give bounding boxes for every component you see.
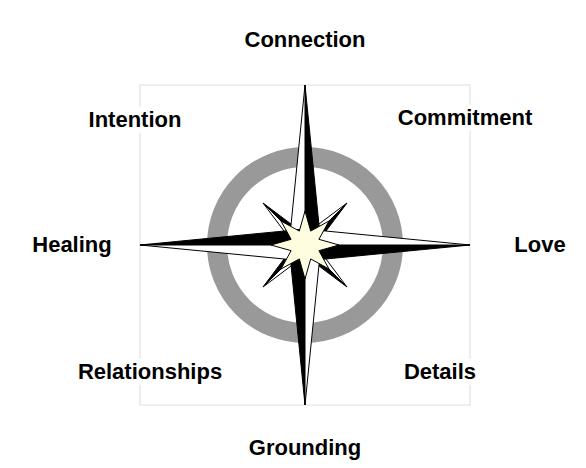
direction-label: Healing (30, 232, 113, 258)
frame-square (140, 85, 470, 405)
cardinal-points (140, 85, 470, 405)
direction-label: Intention (87, 107, 184, 133)
direction-label: Relationships (76, 359, 224, 385)
direction-label: Grounding (247, 435, 363, 461)
direction-label: Love (512, 232, 567, 258)
direction-label: Commitment (396, 105, 534, 131)
direction-label: Connection (243, 27, 368, 53)
diagonal-points (263, 203, 347, 287)
direction-label: Details (402, 359, 478, 385)
center-star (271, 211, 339, 279)
